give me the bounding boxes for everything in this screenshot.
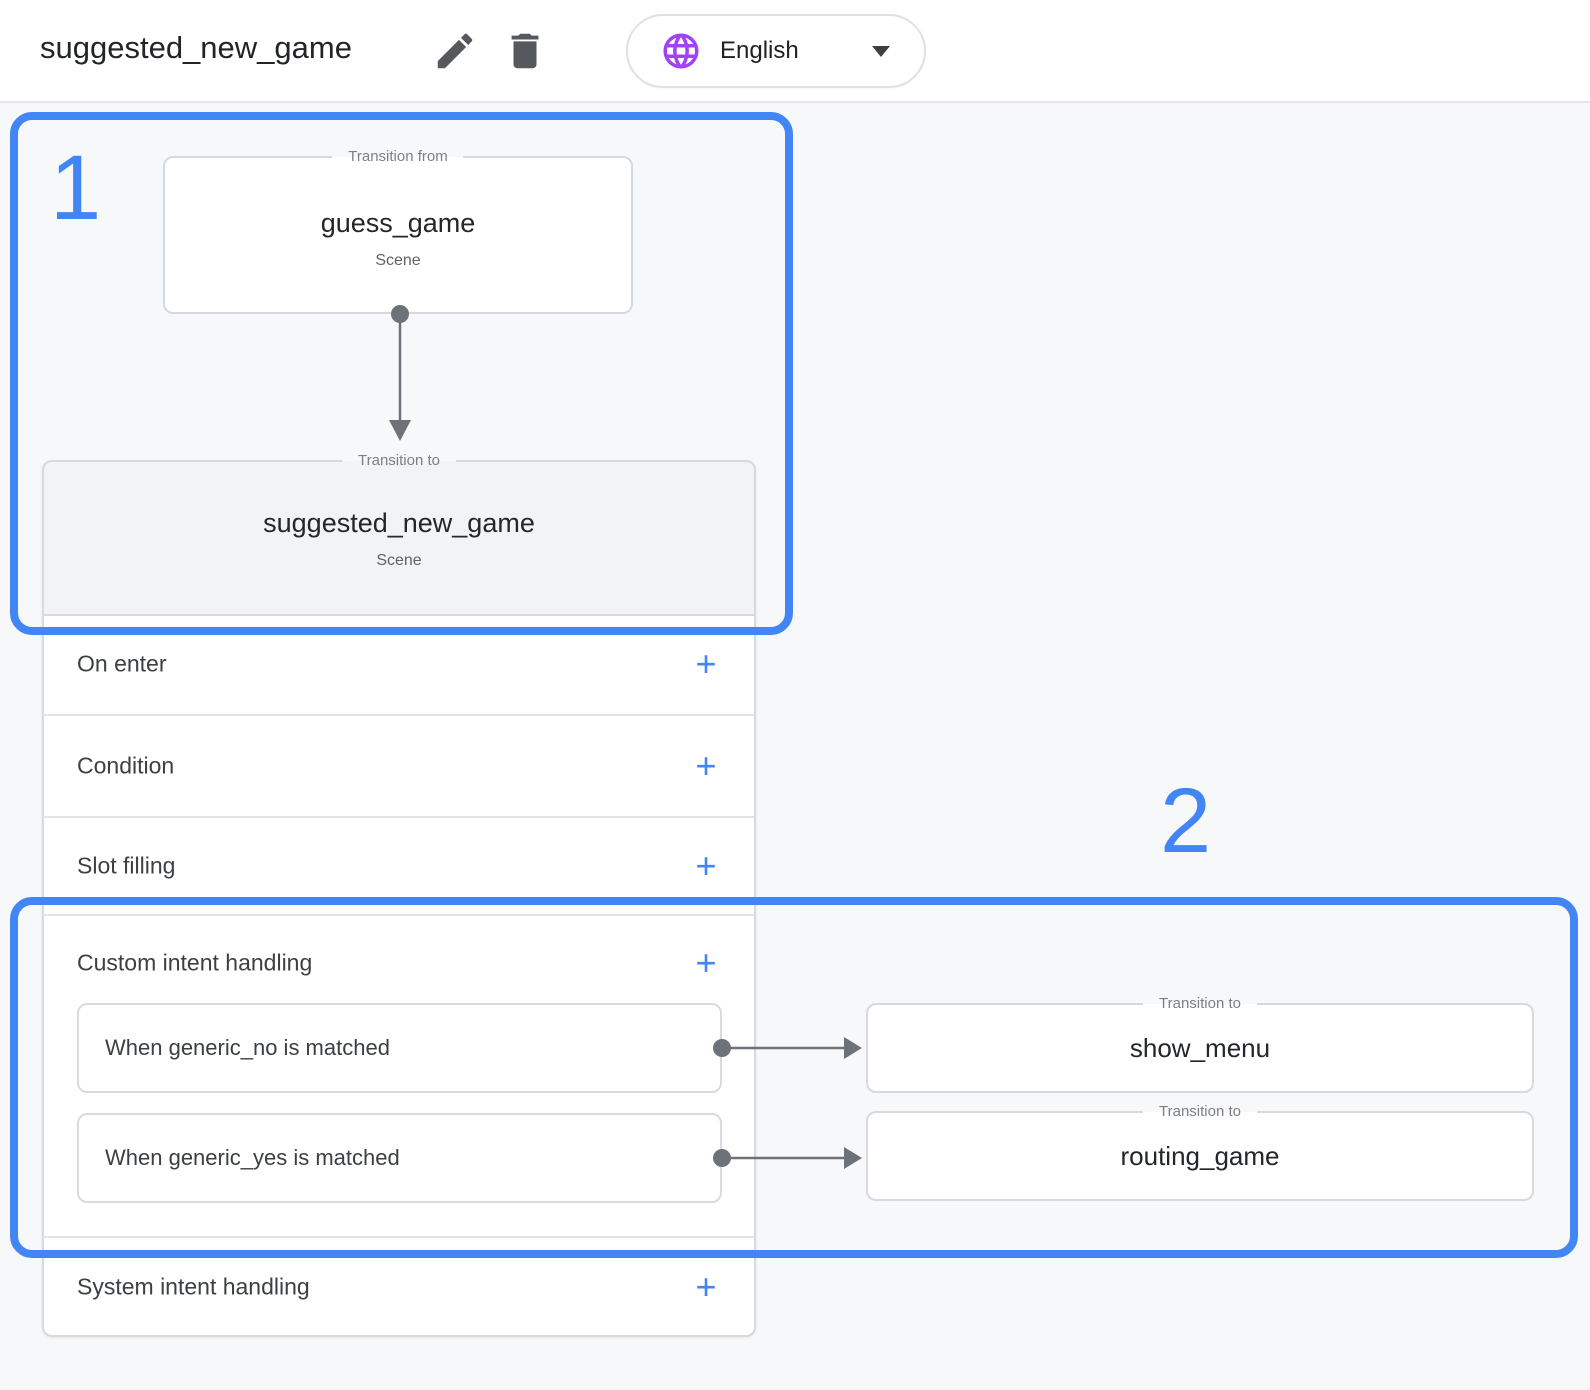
page-header: suggested_new_game English	[0, 0, 1590, 103]
delete-scene-button[interactable]	[502, 28, 548, 74]
section-label-system-intent-handling: System intent handling	[77, 1273, 310, 1300]
intent-card-label: When generic_yes is matched	[105, 1145, 400, 1170]
row-divider	[43, 914, 754, 916]
transition-target-legend: Transition to	[1143, 992, 1257, 1016]
add-on-enter-button[interactable]: +	[695, 643, 717, 684]
intent-card-generic-no[interactable]: When generic_no is matched	[77, 1003, 722, 1093]
arrow-right-icon	[844, 1037, 862, 1059]
globe-icon	[660, 30, 702, 72]
scene-panel: Transition to suggested_new_game Scene	[42, 449, 756, 1337]
add-custom-intent-button[interactable]: +	[695, 942, 717, 983]
add-condition-button[interactable]: +	[695, 745, 717, 786]
intent-card-generic-yes[interactable]: When generic_yes is matched	[77, 1113, 722, 1203]
transition-to-type: Scene	[376, 552, 422, 569]
edit-scene-button[interactable]	[432, 28, 478, 74]
pencil-icon	[432, 33, 478, 77]
transition-target-legend: Transition to	[1143, 1100, 1257, 1124]
page-title: suggested_new_game	[40, 30, 352, 65]
arrow-down-icon	[389, 420, 411, 441]
add-slot-filling-button[interactable]: +	[695, 845, 717, 886]
transition-to-name: suggested_new_game	[263, 508, 535, 538]
row-divider	[43, 1236, 754, 1238]
chevron-down-icon	[872, 45, 890, 57]
annotation-step-2: 2	[1160, 770, 1212, 872]
transition-from-type: Scene	[375, 252, 421, 269]
section-label-condition: Condition	[77, 752, 175, 779]
section-label-custom-intent-handling: Custom intent handling	[77, 949, 313, 976]
arrow-right-icon	[844, 1147, 862, 1169]
language-label: English	[720, 37, 799, 64]
intent-card-label: When generic_no is matched	[105, 1035, 390, 1060]
row-divider	[43, 714, 754, 716]
transition-target-name: routing_game	[1120, 1141, 1280, 1171]
section-label-slot-filling: Slot filling	[77, 852, 176, 879]
transition-to-box[interactable]: Transition to suggested_new_game Scene	[44, 449, 754, 616]
language-selector[interactable]: English	[626, 14, 926, 88]
transition-from-name: guess_game	[320, 208, 476, 238]
section-label-on-enter: On enter	[77, 650, 167, 677]
add-system-intent-button[interactable]: +	[695, 1266, 717, 1307]
transition-target-name: show_menu	[1129, 1033, 1271, 1063]
row-divider	[43, 816, 754, 818]
trash-icon	[502, 33, 548, 77]
transition-from-legend: Transition from	[332, 145, 464, 169]
annotation-step-1: 1	[50, 137, 102, 239]
transition-target-routing-game[interactable]: Transition to routing_game	[866, 1100, 1534, 1201]
transition-target-show-menu[interactable]: Transition to show_menu	[866, 992, 1534, 1093]
transition-to-legend: Transition to	[342, 449, 456, 473]
transition-from-box[interactable]: Transition from guess_game Scene	[163, 145, 633, 314]
